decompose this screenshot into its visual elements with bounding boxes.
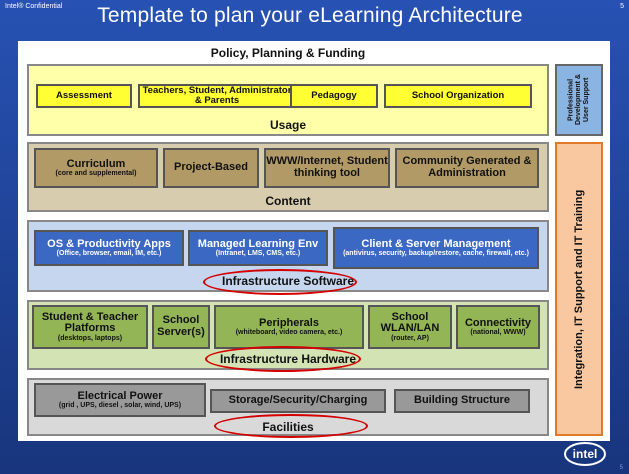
footer-page-number: 5	[619, 465, 623, 471]
software-item-mle: Managed Learning Env (Intranet, LMS, CMS…	[188, 230, 328, 266]
content-item-title: Curriculum	[66, 157, 126, 170]
usage-item-school-organization: School Organization	[384, 84, 532, 108]
facilities-item-storage: Storage/Security/Charging	[210, 389, 386, 413]
usage-item-assessment: Assessment	[36, 84, 132, 108]
content-item-community: Community Generated & Administration	[395, 148, 539, 188]
software-item-sub: (antivirus, security, backup/restore, ca…	[343, 250, 529, 258]
facilities-item-title: Building Structure	[414, 394, 510, 407]
architecture-panel: Policy, Planning & Funding Assessment Te…	[18, 41, 610, 441]
facilities-highlight-oval	[214, 414, 368, 438]
hardware-item-sub: (whiteboard, video camera, etc.)	[235, 329, 343, 337]
facilities-item-title: Electrical Power	[77, 389, 163, 402]
software-item-os: OS & Productivity Apps (Office, browser,…	[34, 230, 184, 266]
hardware-item-title: Connectivity	[464, 316, 531, 329]
facilities-item-title: Storage/Security/Charging	[228, 394, 368, 407]
content-item-curriculum: Curriculum (core and supplemental)	[34, 148, 158, 188]
professional-development-box: Professional Development & User Support	[555, 64, 603, 136]
content-item-sub: (core and supplemental)	[55, 170, 137, 178]
hardware-item-wlan: School WLAN/LAN (router, AP)	[368, 305, 452, 349]
hardware-item-title: School WLAN/LAN	[380, 310, 440, 335]
hardware-item-title: Student & Teacher Platforms	[41, 310, 139, 335]
facilities-item-sub: (grid , UPS, diesel , solar, wind, UPS)	[58, 402, 182, 410]
policy-label: Policy, Planning & Funding	[210, 46, 366, 60]
integration-box: Integration, IT Support and IT Training	[555, 142, 603, 436]
software-item-sub: (Intranet, LMS, CMS, etc.)	[215, 250, 301, 258]
content-item-title: Project-Based	[174, 161, 248, 174]
software-item-title: Client & Server Management	[361, 237, 511, 250]
page-number: 5	[620, 3, 624, 10]
hardware-item-platforms: Student & Teacher Platforms (desktops, l…	[32, 305, 148, 349]
confidential-label: Intel® Confidential	[5, 3, 63, 10]
facilities-item-building: Building Structure	[394, 389, 530, 413]
software-item-client-server: Client & Server Management (antivirus, s…	[333, 227, 539, 269]
software-item-title: OS & Productivity Apps	[47, 237, 171, 250]
usage-item-stakeholders: Teachers, Student, Administrator & Paren…	[138, 84, 296, 108]
slide-title: Template to plan your eLearning Architec…	[97, 4, 523, 27]
content-item-title: WWW/Internet, Student thinking tool	[266, 155, 388, 179]
hardware-item-title: School Server(s)	[157, 314, 205, 338]
usage-label: Usage	[269, 118, 307, 132]
software-item-title: Managed Learning Env	[197, 237, 319, 250]
hardware-item-sub: (router, AP)	[391, 334, 429, 342]
hardware-item-peripherals: Peripherals (whiteboard, video camera, e…	[214, 305, 364, 349]
hardware-item-sub: (desktops, laptops)	[57, 334, 123, 342]
facilities-item-power: Electrical Power (grid , UPS, diesel , s…	[34, 383, 206, 417]
content-item-www: WWW/Internet, Student thinking tool	[264, 148, 390, 188]
software-highlight-oval	[203, 269, 357, 295]
content-item-project-based: Project-Based	[163, 148, 259, 188]
hardware-item-connectivity: Connectivity (national, WWW)	[456, 305, 540, 349]
intel-logo: intel	[564, 442, 606, 466]
content-label: Content	[265, 194, 311, 208]
hardware-item-server: School Server(s)	[152, 305, 210, 349]
hardware-item-sub: (national, WWW)	[470, 329, 526, 337]
intel-logo-text: intel	[573, 447, 598, 461]
content-item-title: Community Generated & Administration	[402, 155, 532, 179]
usage-item-pedagogy: Pedagogy	[290, 84, 378, 108]
software-item-sub: (Office, browser, email, IM, etc.)	[56, 250, 162, 258]
hardware-highlight-oval	[205, 346, 361, 372]
hardware-item-title: Peripherals	[259, 316, 319, 329]
